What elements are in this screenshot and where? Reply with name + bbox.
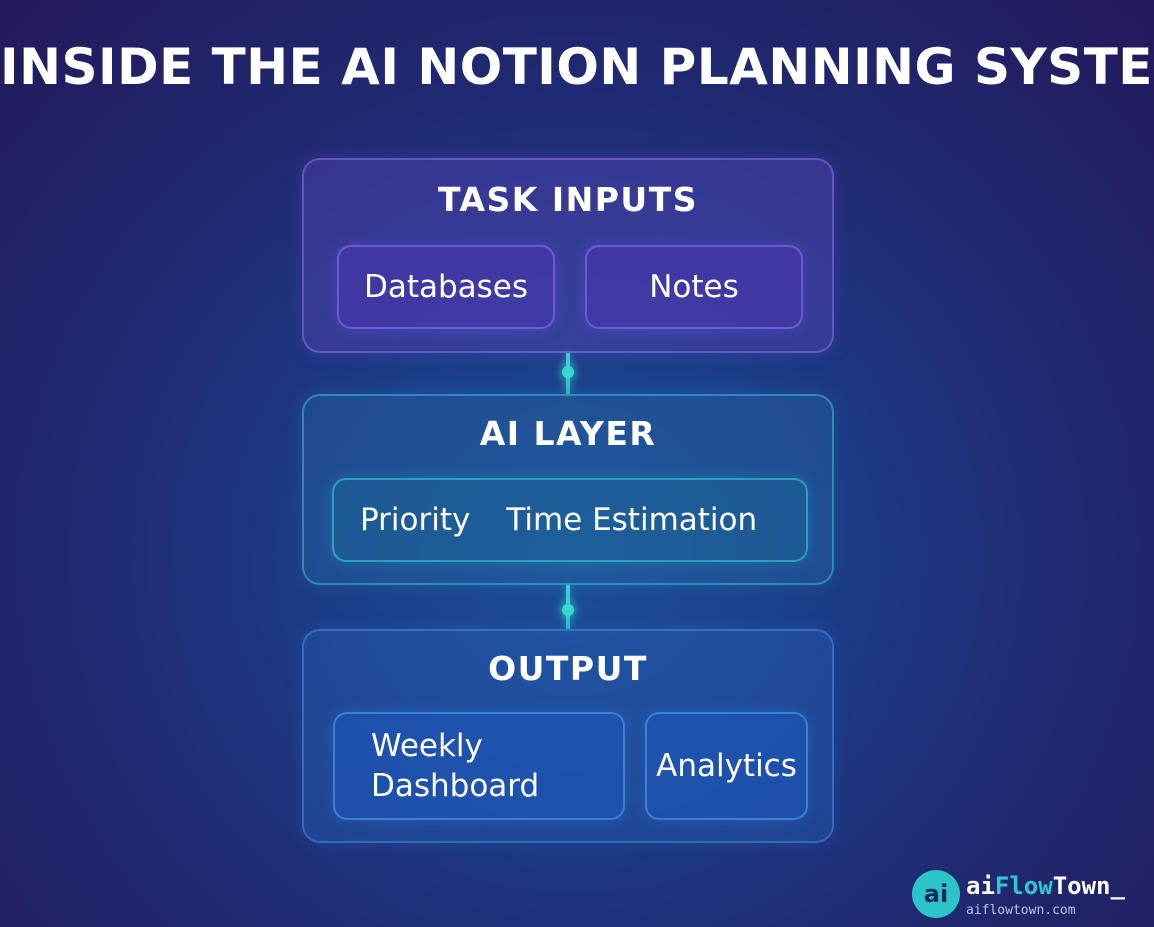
analytics-chip[interactable]: Analytics <box>645 712 808 820</box>
brand-watermark: ai aiFlowTown_ aiflowtown.com <box>912 870 1142 922</box>
task-inputs-panel: TASK INPUTS Databases Notes <box>302 158 834 353</box>
priority-label: Priority <box>360 502 471 538</box>
notes-chip[interactable]: Notes <box>585 245 803 329</box>
connector-dot-inputs-ai <box>562 366 574 378</box>
ai-layer-heading: AI LAYER <box>479 414 657 453</box>
brand-name-part2: Flow <box>994 872 1053 900</box>
brand-name-part3: Town_ <box>1052 872 1125 900</box>
brand-name: aiFlowTown_ <box>966 872 1125 900</box>
time-estimation-label: Time Estimation <box>506 502 758 538</box>
task-inputs-heading: TASK INPUTS <box>438 180 698 219</box>
connector-dot-ai-output <box>562 604 574 616</box>
brand-url: aiflowtown.com <box>966 903 1076 918</box>
ai-features-chip[interactable]: Priority Time Estimation <box>332 478 808 562</box>
weekly-dashboard-label: Weekly Dashboard <box>371 728 540 804</box>
output-panel: OUTPUT Weekly Dashboard Analytics <box>302 629 834 843</box>
databases-chip[interactable]: Databases <box>337 245 555 329</box>
brand-name-part1: ai <box>966 872 995 900</box>
output-heading: OUTPUT <box>488 649 648 688</box>
weekly-dashboard-chip[interactable]: Weekly Dashboard <box>333 712 625 820</box>
page-title: INSIDE THE AI NOTION PLANNING SYSTEM <box>0 38 1154 96</box>
brand-logo-icon: ai <box>912 870 960 918</box>
ai-layer-panel: AI LAYER Priority Time Estimation <box>302 394 834 585</box>
